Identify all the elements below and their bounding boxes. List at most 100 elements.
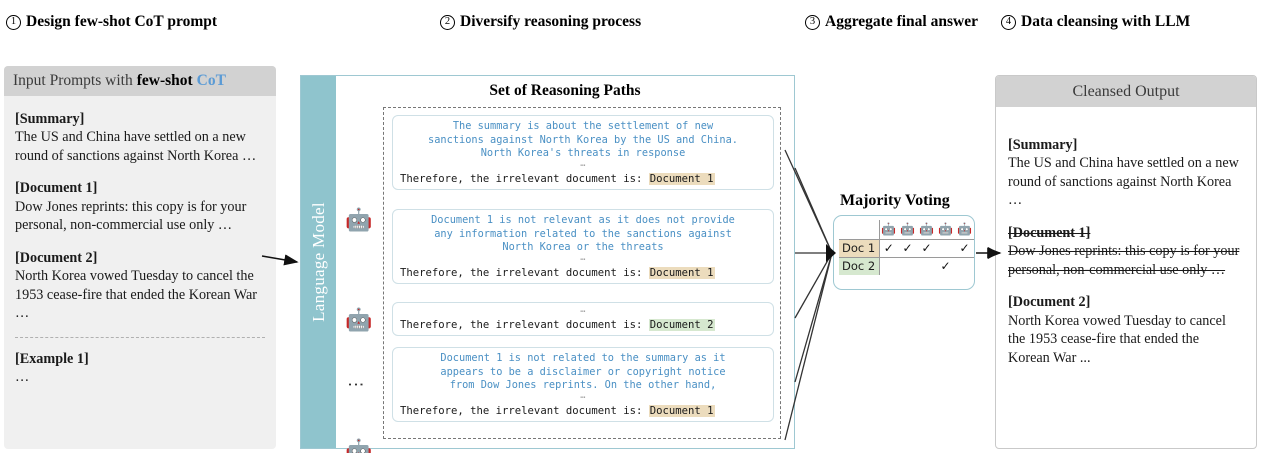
vote-cell-empty bbox=[879, 257, 898, 275]
vote-cell-empty bbox=[898, 257, 917, 275]
cleansed-output-header: Cleansed Output bbox=[996, 76, 1256, 107]
reasoning-paths-title: Set of Reasoning Paths bbox=[489, 82, 641, 99]
input-block-document-2: [Document 2] North Korea vowed Tuesday t… bbox=[15, 249, 265, 323]
step-label-4: Data cleansing with LLM bbox=[1021, 13, 1191, 30]
input-block-summary: [Summary] The US and China have settled … bbox=[15, 110, 265, 165]
robot-icon: 🤖 bbox=[345, 438, 373, 453]
robot-icon: 🤖 bbox=[345, 307, 373, 332]
output-block-text: North Korea vowed Tuesday to cancel the … bbox=[1008, 312, 1226, 366]
input-prompts-header: Input Prompts with few-shot CoT bbox=[4, 66, 276, 96]
output-block-summary: [Summary] The US and China have settled … bbox=[1008, 136, 1244, 210]
robot-icon: 🤖 bbox=[938, 221, 953, 236]
answer-badge-document-1: Document 1 bbox=[648, 266, 715, 279]
vote-cell-empty bbox=[917, 257, 936, 275]
majority-voting-table: 🤖 🤖 🤖 🤖 🤖 Doc 1 ✓ ✓ ✓ ✓ Doc 2 ✓ bbox=[839, 220, 974, 275]
cleansed-output-body: [Summary] The US and China have settled … bbox=[996, 107, 1256, 389]
output-block-document-1-removed: [Document 1] Dow Jones reprints: this co… bbox=[1008, 224, 1244, 279]
reasoning-path-card[interactable]: ⋯ Therefore, the irrelevant document is:… bbox=[392, 302, 774, 336]
check-icon: ✓ bbox=[921, 241, 932, 255]
conclusion-prefix: Therefore, the irrelevant document is: bbox=[400, 319, 649, 331]
voter-icon-cell: 🤖 bbox=[898, 220, 917, 239]
reasoning-paths-container: The summary is about the settlement of n… bbox=[383, 107, 781, 439]
reasoning-path-text: The summary is about the settlement of n… bbox=[428, 120, 738, 160]
answer-badge-document-1: Document 1 bbox=[648, 404, 715, 417]
table-row: Doc 1 ✓ ✓ ✓ ✓ bbox=[839, 238, 974, 258]
voter-icon-cell: 🤖 bbox=[917, 220, 936, 239]
vote-row-label-doc-2: Doc 2 bbox=[839, 257, 880, 275]
check-icon: ✓ bbox=[883, 241, 894, 255]
step-caption-1: 1 Design few-shot CoT prompt bbox=[6, 13, 217, 31]
input-block-tag: [Summary] bbox=[15, 111, 85, 127]
step-number-3: 3 bbox=[805, 14, 820, 30]
reasoning-path-conclusion: Therefore, the irrelevant document is: D… bbox=[398, 404, 768, 417]
output-block-document-2: [Document 2] North Korea vowed Tuesday t… bbox=[1008, 293, 1244, 367]
robot-icon: 🤖 bbox=[900, 221, 915, 236]
check-icon: ✓ bbox=[940, 259, 951, 274]
step-caption-2: 2 Diversify reasoning process bbox=[440, 13, 641, 31]
vote-cell: ✓ bbox=[898, 238, 917, 258]
vote-cell-empty bbox=[936, 238, 955, 258]
reasoning-paths-panel: Language Model Set of Reasoning Paths 🤖 … bbox=[300, 75, 795, 453]
reasoning-path-card[interactable]: Document 1 is not relevant as it does no… bbox=[392, 209, 774, 284]
input-block-tag: [Document 1] bbox=[15, 180, 98, 197]
robot-icon: 🤖 bbox=[919, 221, 934, 236]
section-divider bbox=[15, 336, 265, 338]
input-block-text: The US and China have settled on a new r… bbox=[15, 129, 257, 164]
majority-voting-box: 🤖 🤖 🤖 🤖 🤖 Doc 1 ✓ ✓ ✓ ✓ Doc 2 ✓ bbox=[833, 215, 975, 290]
language-model-bar: Language Model bbox=[301, 76, 336, 448]
reasoning-path-conclusion: Therefore, the irrelevant document is: D… bbox=[398, 319, 768, 331]
reasoning-path-card[interactable]: Document 1 is not related to the summary… bbox=[392, 347, 774, 422]
step-caption-3: 3 Aggregate final answer bbox=[805, 13, 978, 31]
reasoning-path-ellipsis: ⋯ bbox=[580, 307, 586, 317]
conclusion-prefix: Therefore, the irrelevant document is: bbox=[400, 266, 649, 279]
input-block-text: … bbox=[15, 368, 30, 385]
input-block-example-1: [Example 1] … bbox=[15, 350, 265, 387]
step-label-2: Diversify reasoning process bbox=[460, 13, 642, 30]
reasoning-path-conclusion: Therefore, the irrelevant document is: D… bbox=[398, 172, 768, 185]
voter-icon-cell: 🤖 bbox=[936, 220, 955, 239]
output-block-text: The US and China have settled on a new r… bbox=[1008, 155, 1239, 209]
answer-badge-document-1: Document 1 bbox=[648, 172, 715, 185]
vote-row-label-doc-1: Doc 1 bbox=[839, 238, 880, 258]
majority-voting-title: Majority Voting bbox=[840, 192, 950, 209]
input-prompts-header-bold: few-shot bbox=[136, 72, 193, 89]
vote-cell: ✓ bbox=[917, 238, 936, 258]
output-block-text: Dow Jones reprints: this copy is for you… bbox=[1008, 243, 1240, 278]
output-block-tag: [Summary] bbox=[1008, 137, 1078, 153]
input-block-document-1: [Document 1] Dow Jones reprints: this co… bbox=[15, 179, 265, 234]
vote-cell: ✓ bbox=[879, 238, 898, 258]
input-block-tag: [Document 2] bbox=[15, 249, 98, 266]
input-block-tag: [Example 1] bbox=[15, 350, 89, 367]
check-icon: ✓ bbox=[959, 241, 970, 255]
step-label-1: Design few-shot CoT prompt bbox=[26, 13, 218, 30]
step-number-1: 1 bbox=[6, 14, 21, 30]
cleansed-output-panel: Cleansed Output [Summary] The US and Chi… bbox=[995, 75, 1257, 449]
robot-icon: 🤖 bbox=[345, 207, 373, 232]
output-block-tag: [Document 1] bbox=[1008, 224, 1091, 241]
input-prompts-header-cot: CoT bbox=[196, 72, 226, 89]
table-row: Doc 2 ✓ bbox=[839, 257, 974, 275]
reasoning-path-conclusion: Therefore, the irrelevant document is: D… bbox=[398, 266, 768, 279]
check-icon: ✓ bbox=[902, 241, 913, 255]
answer-badge-document-2: Document 2 bbox=[648, 319, 715, 331]
conclusion-prefix: Therefore, the irrelevant document is: bbox=[400, 404, 649, 417]
language-model-label: Language Model bbox=[308, 202, 328, 322]
voter-icon-cell: 🤖 bbox=[955, 220, 974, 239]
vote-cell: ✓ bbox=[955, 238, 974, 258]
voter-icon-cell: 🤖 bbox=[879, 220, 898, 239]
step-number-2: 2 bbox=[440, 14, 455, 30]
reasoning-path-ellipsis: ⋯ bbox=[580, 254, 586, 265]
input-prompts-panel: Input Prompts with few-shot CoT [Summary… bbox=[4, 66, 276, 449]
vote-cell-empty bbox=[955, 257, 974, 275]
connector-path-1 bbox=[794, 167, 833, 254]
reasoning-path-ellipsis: ⋯ bbox=[580, 392, 586, 403]
connector-path-3 bbox=[794, 252, 833, 319]
conclusion-prefix: Therefore, the irrelevant document is: bbox=[400, 172, 649, 185]
input-block-text: Dow Jones reprints: this copy is for you… bbox=[15, 198, 247, 234]
vertical-ellipsis: ⋮ bbox=[346, 376, 366, 393]
table-header-row: 🤖 🤖 🤖 🤖 🤖 bbox=[839, 220, 974, 239]
reasoning-path-text: Document 1 is not related to the summary… bbox=[440, 352, 726, 392]
input-prompts-body: [Summary] The US and China have settled … bbox=[4, 96, 276, 408]
reasoning-path-card[interactable]: The summary is about the settlement of n… bbox=[392, 115, 774, 190]
output-block-tag: [Document 2] bbox=[1008, 294, 1091, 311]
